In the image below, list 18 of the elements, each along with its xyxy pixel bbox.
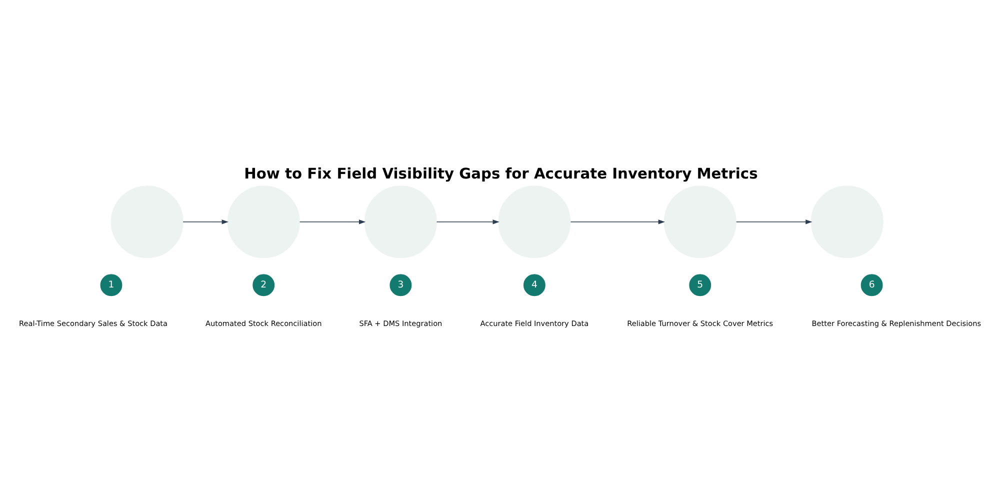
node-circle: 5	[689, 274, 712, 296]
arrow	[436, 219, 500, 224]
node-circle: 6	[860, 274, 883, 296]
node-circle: 1	[100, 274, 122, 296]
arrow	[736, 219, 812, 224]
arrow	[299, 219, 366, 224]
node-circle: 3	[390, 274, 412, 296]
node-circle	[664, 185, 736, 258]
arrow	[182, 219, 228, 224]
node-circle: 2	[252, 274, 275, 296]
node-circle	[364, 185, 437, 258]
node-circle	[227, 185, 300, 258]
node-circle	[498, 185, 571, 258]
node-circle	[110, 185, 184, 258]
node-circle: 4	[523, 274, 546, 296]
node-circle	[810, 185, 884, 258]
arrow	[570, 219, 665, 224]
diagram-title: How to Fix Field Visibility Gaps for Accurate Inventory Metrics	[244, 164, 758, 182]
